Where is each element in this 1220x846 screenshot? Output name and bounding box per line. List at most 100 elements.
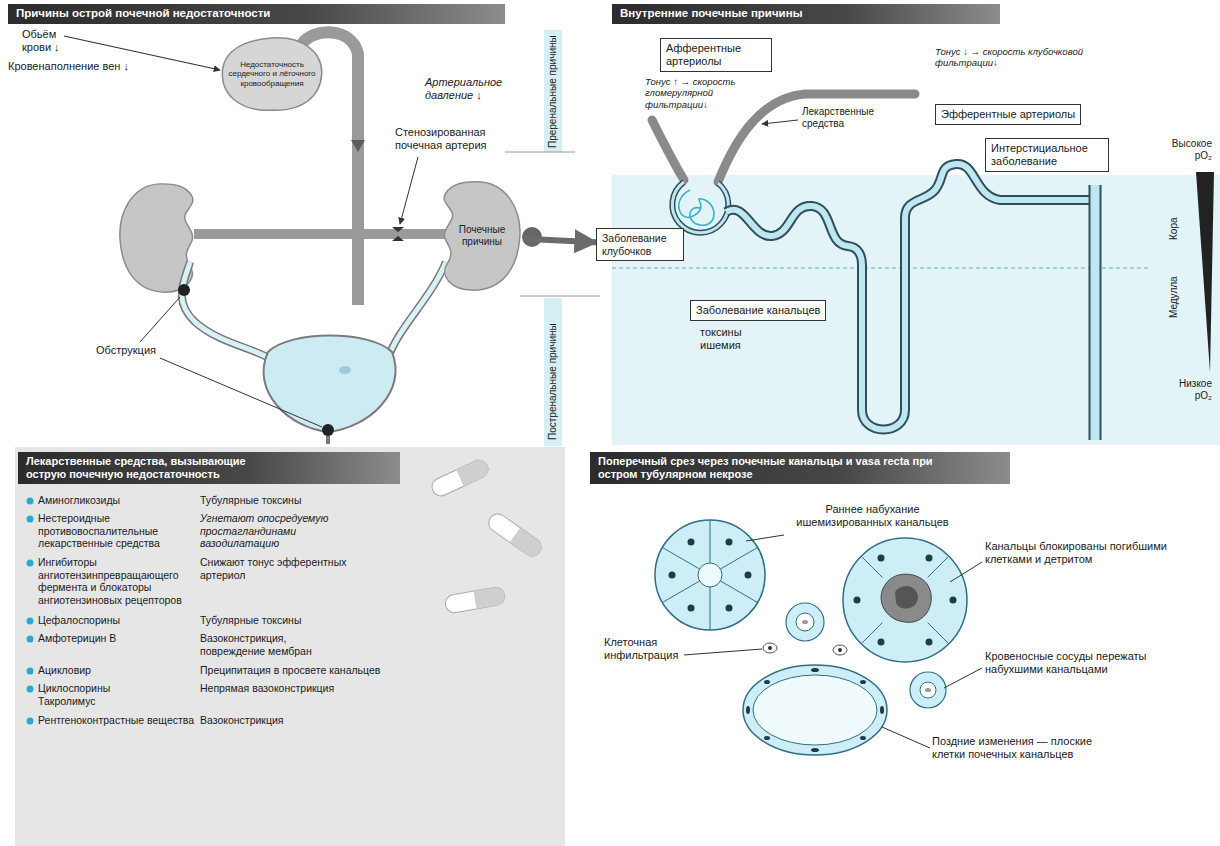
leader-line	[950, 562, 982, 582]
nucleus	[950, 597, 957, 604]
bullet	[27, 516, 34, 523]
pill-body	[444, 586, 506, 614]
nucleus	[726, 539, 733, 546]
divider-line	[505, 152, 575, 153]
nucleus	[764, 680, 770, 684]
leader-line	[684, 649, 762, 655]
node-text: Эфферентные артериолы	[941, 108, 1075, 121]
bullet	[27, 686, 34, 693]
table-cell: Рентгеноконтрастные вещества	[38, 714, 196, 727]
leader-line	[160, 358, 322, 427]
vertical-label: Постренальные причины	[547, 323, 559, 440]
node-text: Интерстициальное заболевание	[991, 142, 1103, 168]
node-text: Почечные причины	[446, 224, 518, 248]
afferent-arteriole	[652, 120, 684, 180]
nuclei	[746, 668, 884, 752]
vertical-label: Кора	[1168, 217, 1180, 240]
bullet	[27, 718, 34, 725]
cell-debris	[895, 586, 918, 609]
obstruction-dot	[322, 424, 334, 436]
tubule	[726, 164, 1092, 430]
stenosis-mark	[392, 227, 404, 232]
table-cell: Амфотерицин B	[38, 632, 196, 645]
kidney-shape-path	[444, 182, 520, 290]
nucleus	[880, 706, 884, 714]
table-cell: Аминогликозиды	[38, 494, 196, 507]
vessel-lumen	[796, 613, 814, 631]
leader-line	[400, 157, 418, 224]
collecting-duct	[1091, 185, 1100, 440]
inflammatory-nucleus	[768, 646, 772, 650]
leader-line	[140, 297, 180, 342]
node-text: Лекарственные средства, вызывающие остру…	[26, 455, 276, 481]
annotation: Низкое pO₂	[1160, 378, 1212, 402]
annotation: Высокое pO₂	[1160, 138, 1212, 162]
pill	[485, 510, 544, 559]
tubule-lumen	[698, 563, 722, 587]
leader-arrow	[762, 120, 798, 124]
nucleus	[860, 680, 866, 684]
panel-header: Внутренние почечные причины	[612, 4, 1000, 24]
panel-header: Поперечный срез через почечные канальцы …	[590, 452, 1010, 484]
inflammatory-cell	[833, 645, 847, 655]
node-text: Заболевание клубочков	[602, 232, 678, 257]
flow-arrow	[351, 140, 365, 152]
node-text: Афферентные артериолы	[666, 42, 766, 68]
nucleus	[669, 572, 676, 579]
blood-cell	[925, 688, 931, 692]
vasa-recta-vessel	[786, 603, 824, 641]
panel-header: Лекарственные средства, вызывающие остру…	[18, 452, 400, 484]
nucleus	[878, 555, 885, 562]
leader-line	[944, 668, 982, 688]
bullet	[27, 560, 34, 567]
bowman-capsule	[672, 182, 728, 233]
label-box: Заболевание клубочков	[596, 228, 684, 261]
pill-half	[510, 528, 545, 560]
table-cell: Снижают тонус эфферентных артериол	[200, 556, 350, 581]
heart-lung-blob-path	[222, 38, 321, 110]
annotation: Тонус ↓ → скорость клубочковой фильтраци…	[935, 46, 1110, 69]
table-cell: Вазоконстрикция	[200, 714, 410, 727]
ureter	[182, 262, 272, 360]
tubule-lumen	[753, 675, 877, 745]
annotation: Обьём крови ↓	[22, 28, 72, 54]
nucleus	[745, 572, 752, 579]
panel-header: Причины острой почечной недостаточности	[8, 4, 505, 24]
nucleus	[854, 597, 861, 604]
nuclei	[854, 555, 957, 646]
nucleus	[746, 706, 750, 714]
nucleus	[878, 639, 885, 646]
table-cell: Ингибиторы ангиотензинпревращающего ферм…	[38, 556, 196, 606]
callout-label: Раннее набухание ишемизированных канальц…	[780, 503, 965, 529]
drug-panel-ground	[15, 447, 565, 846]
table-cell: Нестероидные противовоспалительные лекар…	[38, 512, 196, 550]
annotation: Стенозированная почечная артерия	[395, 126, 510, 152]
nucleus	[926, 555, 933, 562]
annotation: Кровенаполнение вен ↓	[8, 60, 158, 73]
label-box: Заболевание канальцев	[690, 300, 826, 321]
po2-wedge	[1196, 172, 1214, 372]
cortex-medulla-border	[612, 268, 1150, 269]
label-box: Афферентные артериолы	[660, 38, 772, 72]
node-text: Заболевание канальцев	[696, 304, 820, 317]
swollen-tubule	[655, 520, 765, 630]
callout-label: Клеточная инфильтрация	[604, 636, 694, 662]
kidney-shape: Почечные причины	[418, 178, 524, 294]
heart-lung-blob: Недостаточность сердечного и лёгочного к…	[218, 34, 326, 114]
table-cell: Ацикловир	[38, 664, 196, 677]
pill	[444, 586, 506, 614]
tubule	[726, 164, 1092, 430]
nucleus	[811, 748, 819, 752]
connector-arrow	[524, 239, 596, 243]
callout-label: Кровеносные сосуды пережаты набухшими ка…	[985, 650, 1185, 676]
divider-line	[520, 296, 600, 297]
cell-borders	[861, 556, 949, 644]
annotation: Тонус ↑ → скорость гломерулярной фильтра…	[645, 76, 750, 110]
glomerulus-tangle	[679, 190, 714, 225]
pill	[429, 457, 491, 499]
vertical-label: Медулла	[1168, 276, 1180, 318]
renal-artery	[194, 229, 446, 239]
vertical-label: Преренальные причины	[547, 35, 559, 148]
bullet	[27, 668, 34, 675]
